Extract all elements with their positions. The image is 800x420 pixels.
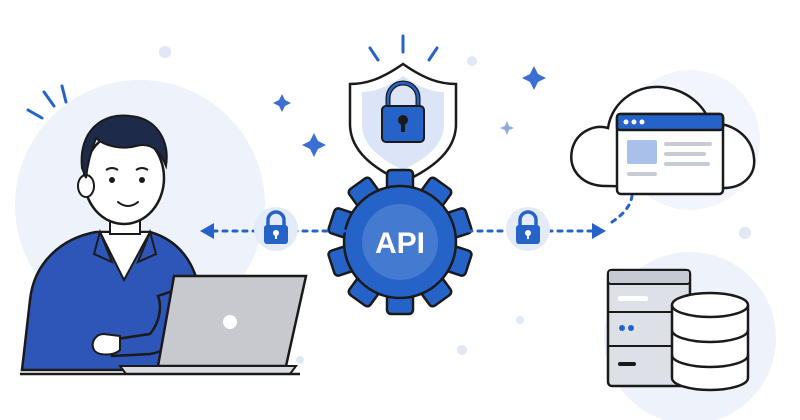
idea-rays xyxy=(26,84,68,120)
browser-window-icon xyxy=(615,112,725,196)
connection-to-user xyxy=(200,207,347,251)
shield-glow-rays xyxy=(368,34,439,62)
api-gear: API xyxy=(327,168,473,316)
arrow-left-icon xyxy=(200,223,214,239)
sparkle-icon xyxy=(273,66,546,157)
cloud-icon xyxy=(570,85,756,196)
shield-lock-icon xyxy=(348,34,458,184)
database-icon xyxy=(670,291,750,392)
connection-to-cloud xyxy=(456,194,634,251)
api-label: API xyxy=(375,227,425,260)
lock-icon xyxy=(264,210,288,244)
person-at-laptop xyxy=(20,84,308,376)
decorative-dots xyxy=(159,46,751,364)
hair xyxy=(80,114,168,179)
lock-icon xyxy=(516,210,540,244)
arrow-right-icon xyxy=(592,223,606,239)
